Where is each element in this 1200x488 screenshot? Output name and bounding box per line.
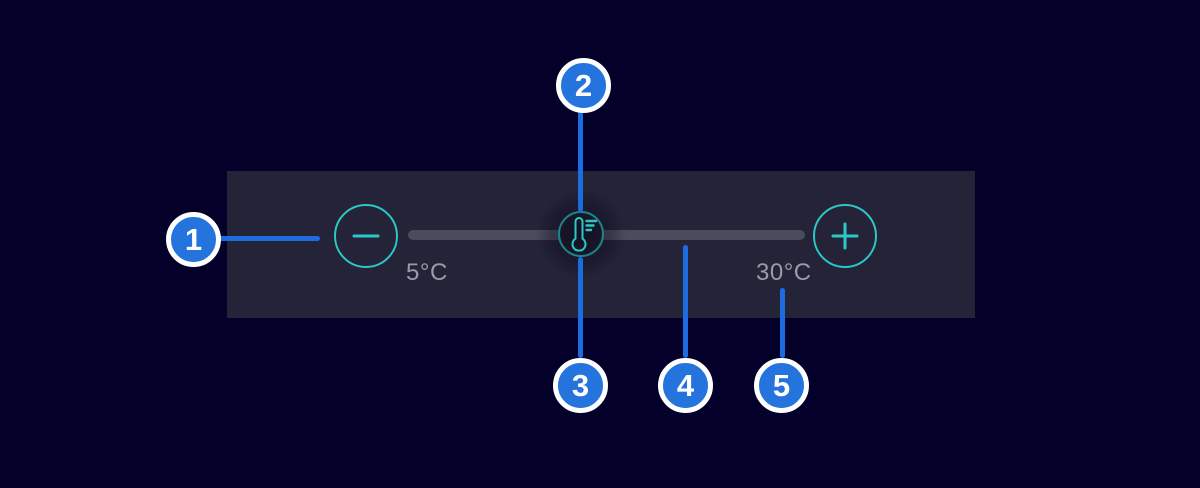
minus-icon (352, 234, 380, 238)
callout-badge-3: 3 (553, 358, 608, 413)
plus-icon (831, 222, 859, 250)
callout-number: 2 (574, 67, 593, 103)
callout-number: 1 (184, 221, 203, 257)
callout-badge-4: 4 (658, 358, 713, 413)
thermometer-icon (571, 217, 598, 252)
temperature-control-panel: 5°C 30°C (227, 171, 975, 318)
callout-badge-2: 2 (556, 58, 611, 113)
callout-badge-1: 1 (166, 212, 221, 267)
min-temperature-label: 5°C (406, 259, 448, 286)
max-temperature-label: 30°C (756, 259, 812, 286)
callout-number: 5 (772, 367, 791, 403)
callout-line-4 (683, 245, 688, 358)
increase-temperature-button[interactable] (813, 204, 877, 268)
callout-number: 4 (676, 367, 695, 403)
callout-line-3 (578, 257, 583, 358)
callout-badge-5: 5 (754, 358, 809, 413)
decrease-temperature-button[interactable] (334, 204, 398, 268)
temperature-slider-track[interactable] (408, 230, 805, 240)
callout-line-1 (218, 236, 320, 241)
callout-number: 3 (571, 367, 590, 403)
temperature-slider-handle[interactable] (534, 187, 628, 281)
callout-line-2 (578, 111, 583, 212)
callout-line-5 (780, 288, 785, 358)
